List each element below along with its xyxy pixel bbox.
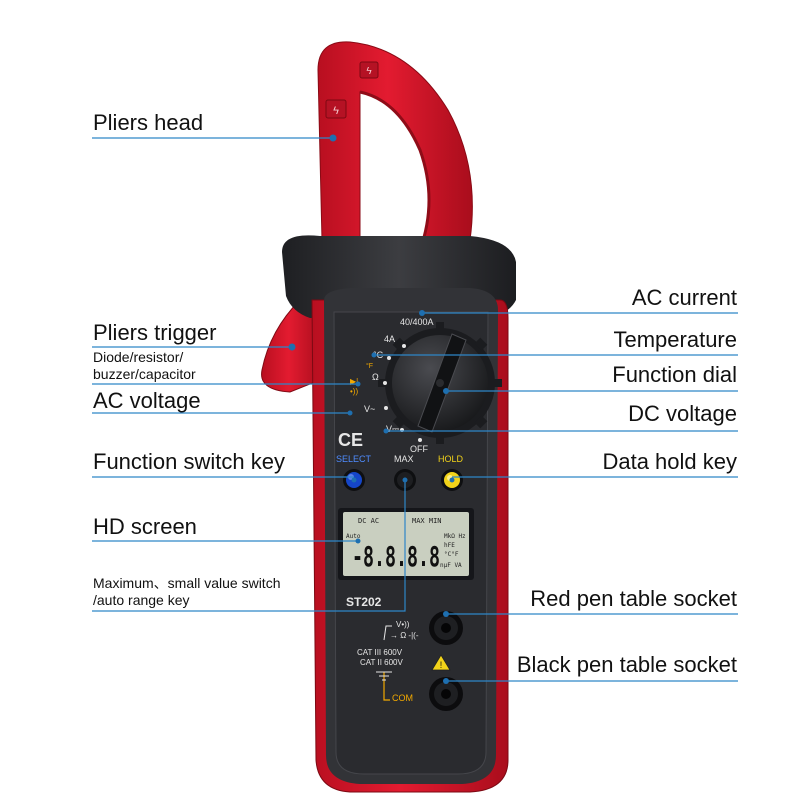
warning-triangle-icon: ! bbox=[431, 654, 451, 671]
label-data-hold-key: Data hold key bbox=[602, 449, 737, 474]
lcd-auto: Auto bbox=[346, 533, 361, 540]
label-hd-screen: HD screen bbox=[93, 514, 197, 539]
dial-label-v-dc: V⎓ bbox=[386, 424, 399, 434]
black-pen-socket[interactable] bbox=[429, 677, 463, 711]
socket-v-label: V•)) bbox=[396, 620, 410, 629]
label-pliers-trigger: Pliers trigger bbox=[93, 320, 217, 345]
hold-key-label: HOLD bbox=[438, 454, 464, 464]
svg-text:▶|: ▶| bbox=[350, 377, 358, 386]
label-trigger-sub-1: Diode/resistor/ bbox=[93, 349, 184, 365]
ce-mark: CE bbox=[338, 430, 363, 450]
dial-label-4a: 4A bbox=[384, 334, 395, 344]
svg-text:!: ! bbox=[440, 660, 443, 670]
dial-label-ohm: Ω bbox=[372, 372, 379, 382]
socket-v-symbols: → Ω -|(- bbox=[390, 631, 419, 640]
label-dc-voltage: DC voltage bbox=[628, 401, 737, 426]
svg-text:•)): •)) bbox=[350, 387, 358, 396]
label-trigger-sub-2: buzzer/capacitor bbox=[93, 366, 196, 382]
label-maxmin-2: /auto range key bbox=[93, 592, 190, 608]
pliers-head: ϟ ϟ bbox=[317, 41, 473, 279]
label-temperature: Temperature bbox=[613, 327, 737, 352]
model-label: ST202 bbox=[346, 595, 382, 609]
lcd-maxmin: MAX MIN bbox=[412, 517, 442, 525]
label-ac-current: AC current bbox=[631, 285, 737, 310]
label-black-pen-socket: Black pen table socket bbox=[516, 652, 737, 677]
leader-lines bbox=[92, 134, 738, 684]
svg-text:ϟ: ϟ bbox=[366, 66, 372, 77]
label-red-pen-socket: Red pen table socket bbox=[530, 586, 737, 611]
select-key-label: SELECT bbox=[336, 454, 372, 464]
dial-label-off: OFF bbox=[410, 444, 428, 454]
lcd-units-2: hFE bbox=[444, 542, 455, 549]
lcd-units-3: °C°F bbox=[444, 551, 459, 558]
max-key-label: MAX bbox=[394, 454, 414, 464]
socket-com: COM bbox=[392, 693, 413, 703]
key-row: SELECT MAX HOLD bbox=[336, 454, 464, 464]
socket-cat2: CAT II 600V bbox=[360, 658, 404, 667]
lcd-units-4: nμF VA bbox=[440, 562, 462, 569]
lcd-digits: -8.8.8.8 bbox=[352, 540, 440, 573]
jaw-warning-icon bbox=[359, 61, 379, 79]
label-maxmin-1: Maximum、small value switch bbox=[93, 575, 281, 591]
red-pen-socket[interactable] bbox=[429, 611, 463, 645]
hd-screen: DC AC MAX MIN Auto -8.8.8.8 MkΩ Hz hFE °… bbox=[338, 508, 474, 580]
label-pliers-head: Pliers head bbox=[93, 110, 204, 135]
dial-orange-symbols: ▶| •)) bbox=[350, 377, 358, 396]
lcd-indicator-row: DC AC bbox=[358, 517, 379, 525]
svg-text:ϟ: ϟ bbox=[333, 105, 339, 117]
dial-label-400a: 40/400A bbox=[400, 317, 434, 327]
label-function-switch-key: Function switch key bbox=[93, 449, 285, 474]
socket-markings: V•)) → Ω -|(- CAT III 600V CAT II 600V C… bbox=[357, 620, 419, 703]
dial-label-temp-f: °F bbox=[366, 362, 373, 370]
label-ac-voltage: AC voltage bbox=[93, 388, 201, 413]
jaw-warning-icon bbox=[325, 99, 347, 119]
dial-label-v-ac: V~ bbox=[364, 404, 375, 414]
lcd-units-1: MkΩ Hz bbox=[444, 533, 466, 540]
label-function-dial: Function dial bbox=[612, 362, 737, 387]
socket-cat3: CAT III 600V bbox=[357, 648, 403, 657]
